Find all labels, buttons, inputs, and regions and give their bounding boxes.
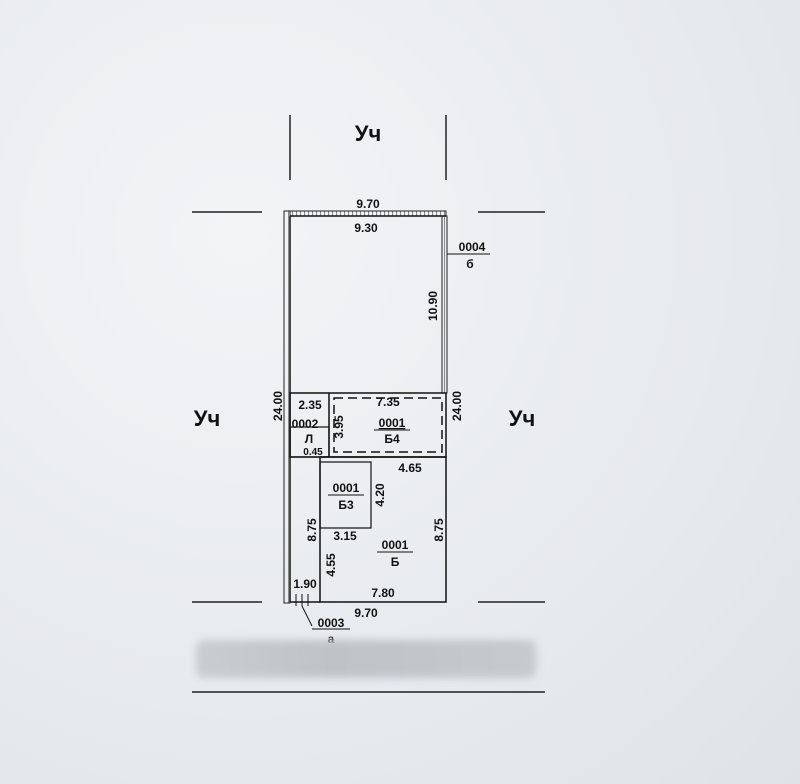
b4-letter: Б4: [384, 432, 400, 446]
dim-b4-width: 7.35: [376, 395, 400, 409]
dim-b4-height: 3.95: [332, 415, 346, 439]
dim-b3-width: 4.65: [398, 461, 422, 475]
b3-code: 0001: [333, 481, 360, 495]
neighbor-label-top: Уч: [355, 121, 381, 146]
dim-top-outer: 9.70: [356, 197, 380, 211]
building-b-outline: [319, 456, 447, 603]
dim-b-left: 8.75: [305, 518, 319, 542]
building-l-outline: [289, 426, 330, 458]
dim-right-upper: 10.90: [426, 291, 440, 321]
fence-letter: б: [466, 257, 473, 271]
gate-letter: а: [328, 632, 335, 646]
l-letter: Л: [305, 432, 313, 446]
dim-b-lower: 4.55: [324, 553, 338, 577]
neighbor-label-left: Уч: [194, 406, 220, 431]
dim-top-inner: 9.30: [354, 221, 378, 235]
building-b3-outline: [319, 461, 372, 529]
building-b4-dashed: [333, 397, 443, 453]
dim-left-total: 24.00: [271, 391, 285, 421]
dim-b3-height: 4.20: [373, 483, 387, 507]
dim-bottom-inner: 7.80: [371, 586, 395, 600]
dim-bottom-left: 1.90: [293, 577, 317, 591]
neighbor-label-right: Уч: [509, 406, 535, 431]
gate-leader: [301, 605, 313, 627]
dim-b-right: 8.75: [432, 518, 446, 542]
fence-code: 0004: [459, 240, 486, 254]
redacted-address: [196, 640, 536, 678]
b-code: 0001: [382, 538, 409, 552]
dim-l-offset: 0.45: [303, 447, 323, 458]
gate-code: 0003: [318, 616, 345, 630]
l-code: 0002: [292, 417, 319, 431]
fence-right-upper: [441, 215, 448, 394]
b-letter: Б: [391, 555, 400, 569]
dim-right-total: 24.00: [450, 391, 464, 421]
b4-code: 0001: [379, 416, 406, 430]
b3-letter: Б3: [338, 498, 354, 512]
dim-b-step: 3.15: [333, 529, 357, 543]
dim-bottom-outer: 9.70: [354, 606, 378, 620]
dim-b4-left: 2.35: [298, 398, 322, 412]
